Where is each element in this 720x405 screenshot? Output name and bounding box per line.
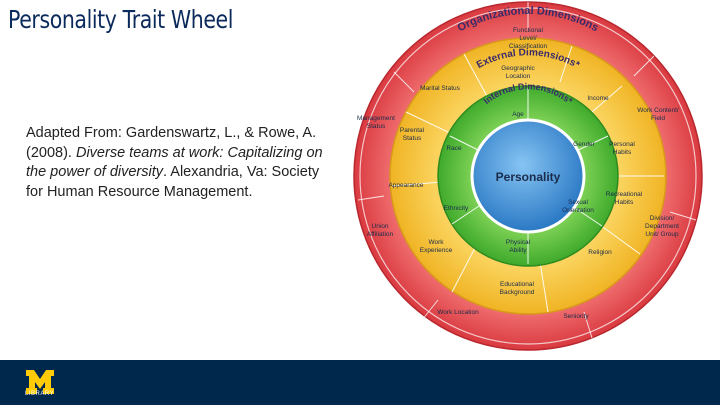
university-logo — [26, 370, 54, 394]
org-item-label: Seniority — [563, 313, 589, 320]
slide-title: Personality Trait Wheel — [8, 5, 234, 34]
int-item-label: Age — [512, 111, 524, 118]
ext-item-label: Marital Status — [420, 85, 460, 92]
block-m-mark — [26, 370, 54, 394]
citation-prefix: Adapted From: Gardenswartz, L., & Rowe, … — [26, 125, 317, 161]
personality-wheel-diagram: Personality Organizational Dimensions Ex… — [353, 1, 703, 351]
citation-suffix: . Alexandria, Va: Society for Human Reso… — [26, 164, 320, 200]
library-label: LIBRARY — [25, 391, 55, 397]
center-label: Personality — [496, 170, 561, 184]
int-item-label: Gender — [573, 141, 596, 148]
int-item-label: Race — [446, 145, 462, 152]
ext-item-label: Religion — [588, 249, 612, 256]
org-item-label: Work Content/Field — [637, 107, 679, 122]
org-item-label: Work Location — [437, 309, 479, 316]
citation-text: Adapted From: Gardenswartz, L., & Rowe, … — [26, 124, 326, 202]
citation-book-title: Diverse teams at work: Capitalizing on t… — [26, 144, 323, 181]
footer-bar: LIBRARY — [0, 360, 720, 405]
int-item-label: Ethnicity — [444, 205, 469, 212]
ext-item-label: Income — [587, 95, 609, 102]
ext-item-label: Appearance — [388, 182, 423, 189]
personality-center — [470, 118, 586, 234]
